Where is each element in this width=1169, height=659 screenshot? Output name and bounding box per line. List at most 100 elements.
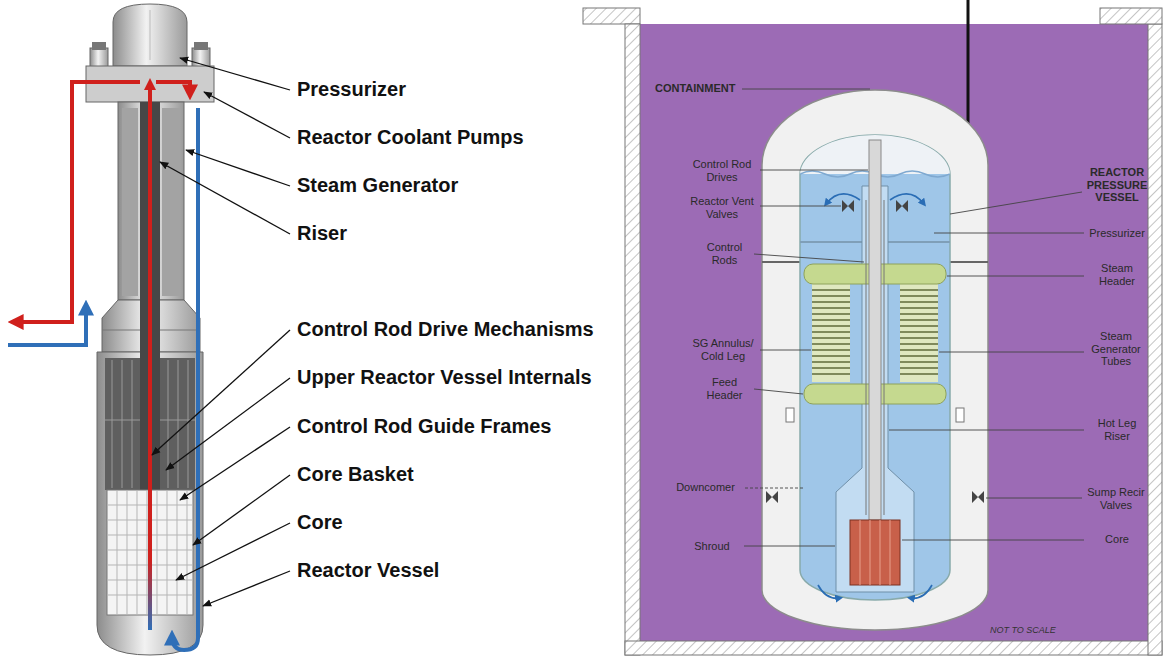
sg-tubes	[900, 373, 938, 374]
part-label: SG Annulus/ Cold Leg	[690, 337, 756, 362]
pit-wall	[1148, 24, 1162, 655]
pressurizer-shell	[113, 4, 187, 66]
part-label: Control Rod Drive Mechanisms	[297, 318, 594, 341]
guide-frames	[122, 360, 123, 488]
leader-lines	[889, 430, 1084, 431]
core-lines	[860, 520, 890, 585]
leader-lines	[754, 389, 803, 394]
core-grid-lines	[187, 490, 188, 615]
control-rod	[884, 200, 885, 515]
leader-arrows	[180, 427, 290, 500]
sg-tubes	[900, 295, 938, 296]
part-label: Steam Header	[1086, 262, 1148, 287]
part-label: Reactor Vent Valves	[687, 195, 757, 220]
sump-valve	[766, 491, 778, 503]
leader-arrows	[166, 378, 290, 470]
pit-wall	[1100, 8, 1162, 24]
sg-tubes	[900, 307, 938, 308]
sg-tubes	[812, 307, 850, 308]
sg-tubes	[900, 367, 938, 368]
leader-arrows	[186, 150, 290, 186]
hot-flow-head	[144, 78, 156, 90]
leader-lines	[934, 233, 1084, 234]
sg-tubes	[812, 331, 850, 332]
sg-tube-coil	[900, 284, 938, 382]
core-grid-lines	[127, 490, 128, 615]
part-label: Downcomer	[668, 481, 743, 494]
pit-floor	[625, 641, 1162, 655]
flow-arrow	[910, 585, 932, 598]
part-label: Reactor Vessel	[297, 559, 439, 582]
sg-tubes	[900, 349, 938, 350]
leader-lines	[947, 276, 1084, 277]
core-grid-lines	[137, 490, 138, 615]
core-grid-lines	[157, 490, 158, 615]
part-label: REACTOR PRESSURE VESSEL	[1086, 166, 1148, 204]
part-label: Pressurizer	[297, 78, 406, 101]
part-label: Control Rods	[697, 241, 752, 266]
sg-tube-coil	[812, 284, 850, 382]
leader-lines	[986, 498, 1082, 499]
support-lug	[786, 408, 794, 422]
guide-frames	[178, 360, 179, 488]
core-lines	[870, 520, 871, 585]
core-grid-lines	[117, 490, 118, 615]
part-label: Core	[297, 511, 343, 534]
leader-arrows	[204, 92, 290, 138]
leader-lines	[745, 488, 803, 489]
part-label: Riser	[297, 222, 347, 245]
part-label: Feed Header	[697, 376, 752, 401]
part-label: Shroud	[682, 540, 742, 553]
leader-lines	[760, 206, 841, 207]
vessel-cutaway	[8, 4, 214, 655]
sg-tube-bundle	[162, 108, 180, 296]
leader-arrows	[152, 330, 290, 455]
control-rod-drive-shaft	[869, 140, 881, 520]
flow-arrow	[890, 194, 924, 204]
part-label: Hot Leg Riser	[1086, 417, 1148, 442]
leader-arrows	[176, 523, 290, 580]
core-lines	[860, 520, 861, 585]
sg-tubes	[812, 289, 850, 290]
rpv-shell	[800, 135, 950, 600]
sg-tube-bundle	[122, 108, 138, 296]
vent-valve	[842, 200, 854, 212]
sg-tubes	[812, 313, 850, 314]
leader-lines	[754, 254, 864, 262]
pit-wall	[583, 8, 640, 24]
sg-tubes	[900, 325, 938, 326]
leader-lines	[742, 89, 870, 90]
core	[850, 520, 900, 585]
sg-tubes	[812, 337, 850, 338]
sg-tubes	[900, 289, 938, 290]
core-grid-lines	[167, 490, 168, 615]
support-ledge	[762, 261, 800, 263]
part-label: Pressurizer	[1086, 227, 1148, 240]
sg-tubes	[812, 343, 850, 344]
steam-out-flow	[14, 82, 140, 322]
part-label: Control Rod Drives	[687, 158, 757, 183]
sg-tubes	[812, 355, 850, 356]
core-grid-lines	[147, 490, 148, 615]
sg-tubes	[812, 295, 850, 296]
leader-lines	[939, 352, 1084, 353]
pool-water	[640, 24, 1148, 641]
leader-lines	[744, 546, 835, 547]
part-label: Upper Reactor Vessel Internals	[297, 366, 592, 389]
support-ledge	[950, 261, 988, 263]
sg-tubes	[900, 319, 938, 320]
part-label: Sump Recir Valves	[1083, 486, 1149, 511]
sg-tubes	[812, 301, 850, 302]
flow-arrow	[818, 585, 840, 598]
sump-valve	[972, 491, 984, 503]
part-label: Steam Generator	[297, 174, 458, 197]
leader-lines	[760, 350, 811, 351]
reactor-pool-schematic	[583, 0, 1162, 655]
cold-flow-down	[172, 108, 198, 650]
crane-cable	[967, 0, 970, 124]
pit-wall	[625, 24, 640, 655]
sg-tubes	[812, 367, 850, 368]
feed-in-flow	[8, 306, 86, 345]
vent-valve	[896, 200, 908, 212]
